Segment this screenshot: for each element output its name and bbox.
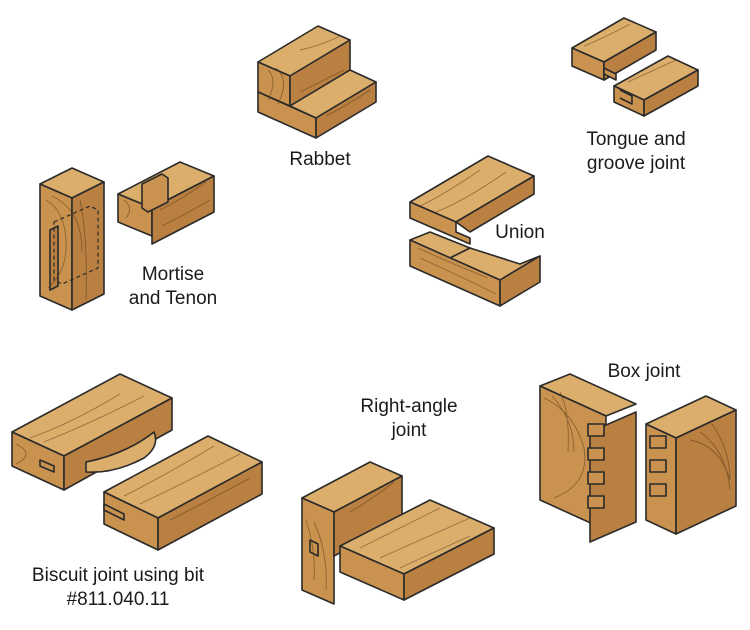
biscuit-label: Biscuit joint using bit #811.040.11	[31, 565, 205, 610]
right-angle-illustration	[301, 461, 495, 605]
box-joint-illustration	[539, 373, 737, 543]
tongue-groove-label: Tongue and groove joint	[586, 129, 686, 174]
box-joint-fingers-right	[649, 435, 667, 497]
mortise-tenon-illustration	[39, 161, 215, 311]
right-angle-label: Right-angle joint	[360, 396, 458, 441]
box-joint-label: Box joint	[607, 361, 681, 382]
rabbet-illustration	[257, 25, 377, 139]
rabbet-label: Rabbet	[289, 149, 351, 170]
biscuit-illustration	[11, 373, 263, 551]
mortise-tenon-label: Mortise and Tenon	[128, 264, 218, 309]
tongue-groove-illustration	[571, 17, 699, 117]
union-illustration	[409, 155, 541, 307]
box-joint-fingers-left	[587, 423, 605, 509]
union-label: Union	[495, 222, 545, 243]
